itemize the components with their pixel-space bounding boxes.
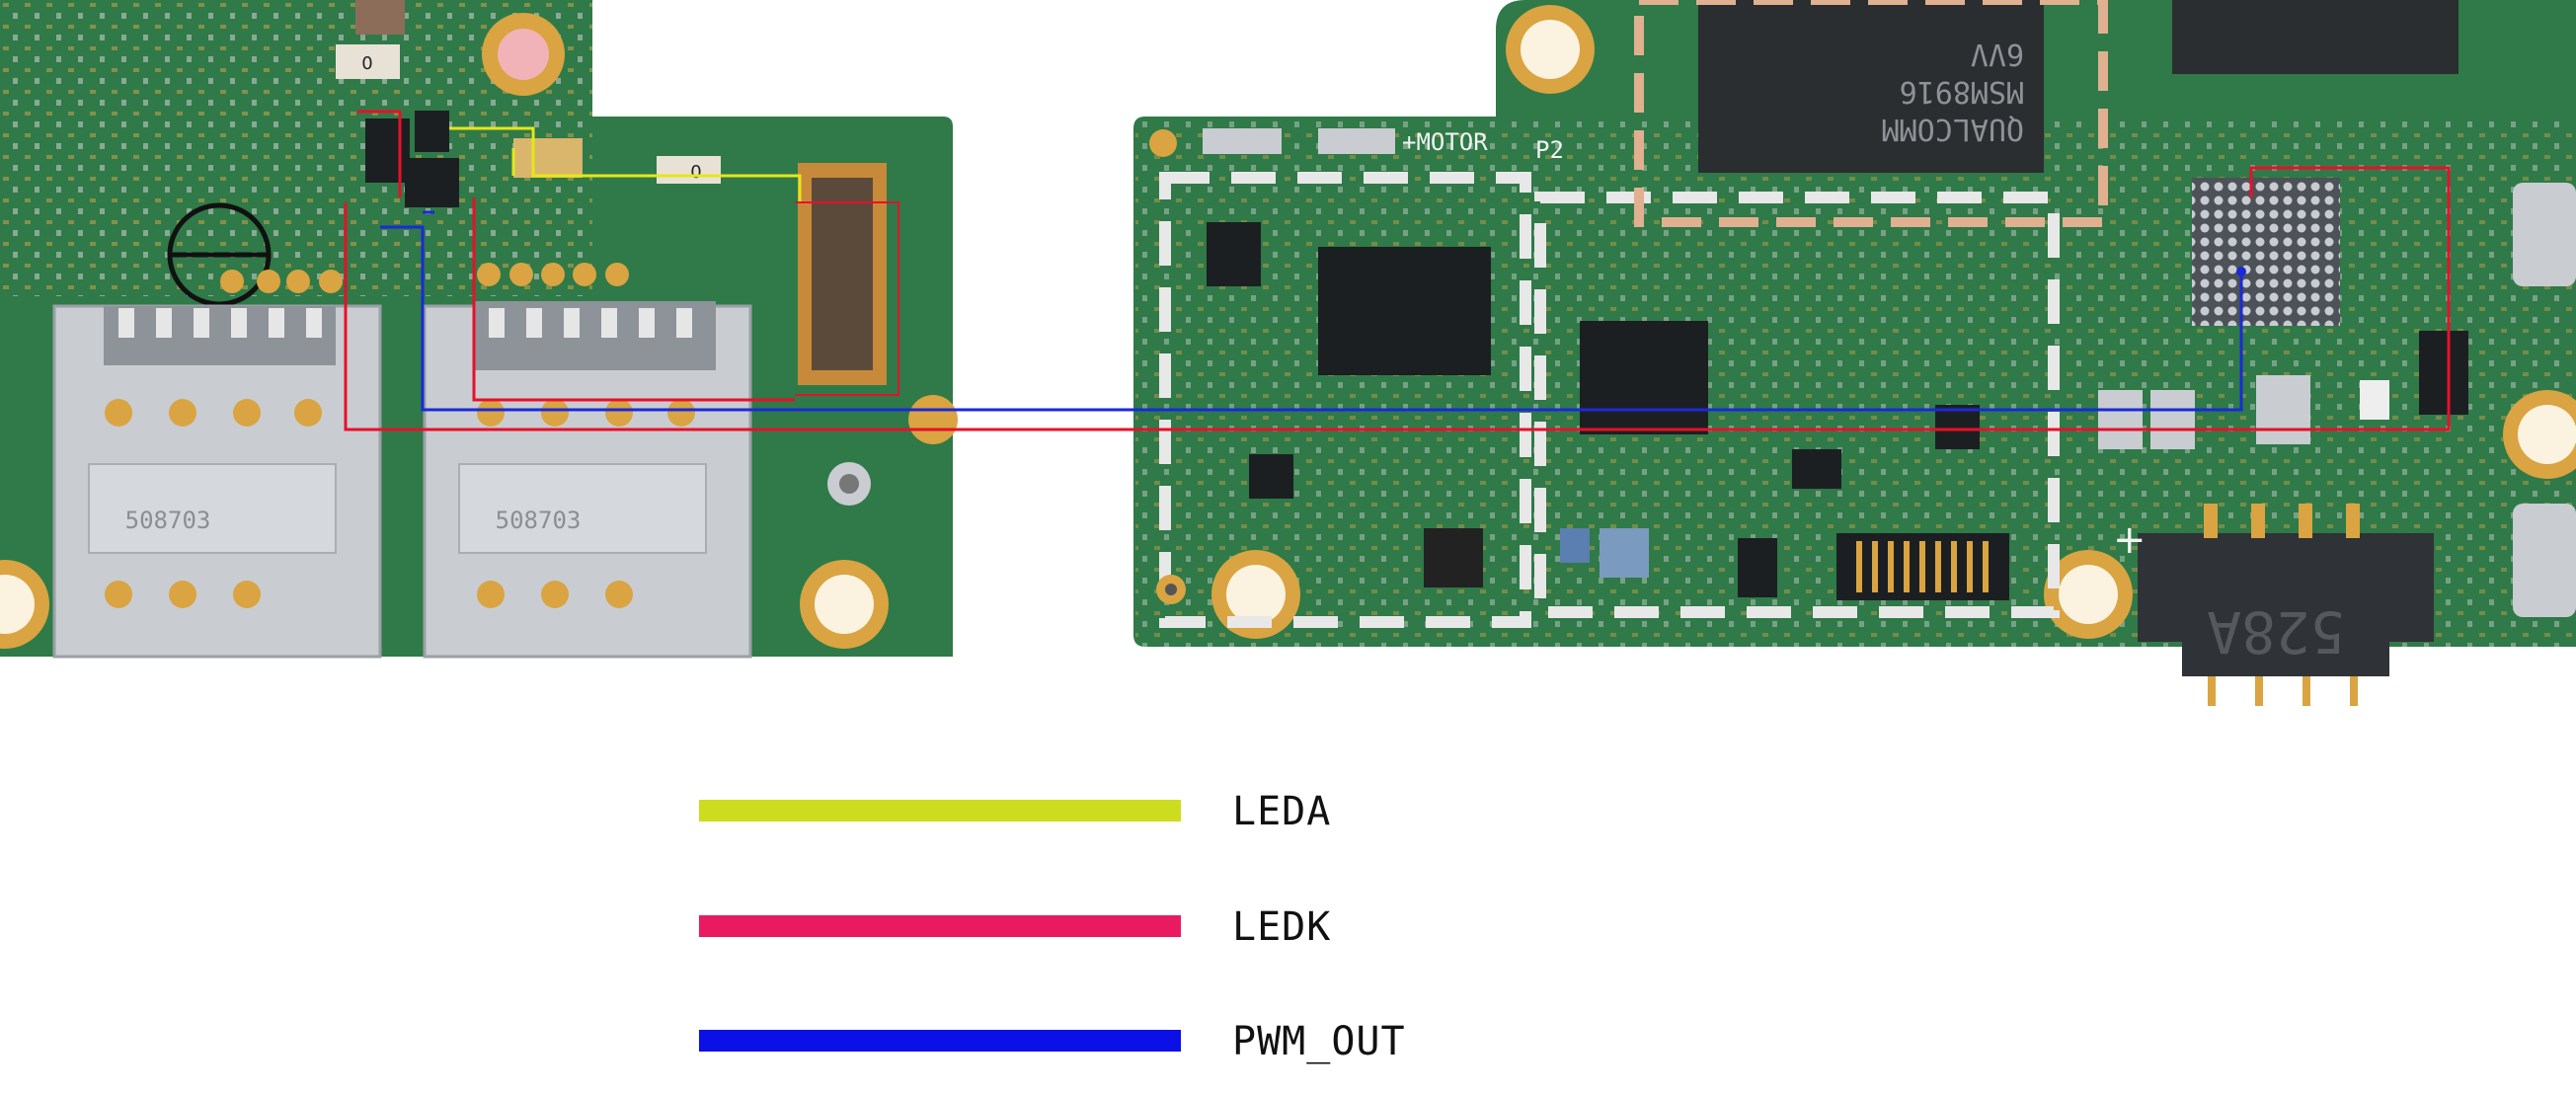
svg-text:+: + (2113, 517, 2147, 563)
traces (344, 110, 2451, 431)
p2-label: P2 (1535, 136, 1564, 164)
qualcomm-soc (1698, 0, 2044, 173)
soc-text-6vv: 6VV (1971, 37, 2024, 71)
legend-swatch-ledk (699, 915, 1181, 937)
battery-connector-label: 528A (2207, 598, 2345, 665)
right-board: +MOTOR P2 6VV MSM8916 QUALCOMM (1133, 0, 2576, 706)
resistor-0-top (336, 44, 400, 79)
svg-text:0: 0 (690, 162, 701, 183)
motor-label: +MOTOR (1402, 128, 1488, 156)
legend-swatch-pwm-out (699, 1030, 1181, 1052)
trace-leda (449, 126, 802, 202)
resistor-label-top: 0 (361, 53, 372, 74)
sim-slot-2: 508703 (423, 301, 752, 659)
sim-code-1: 508703 (125, 507, 211, 534)
battery-connector: 528A + (2113, 504, 2434, 706)
legend-label-pwm-out: PWM_OUT (1232, 1019, 1406, 1064)
legend-swatch-leda (699, 800, 1181, 821)
left-board: 0 0 (0, 0, 958, 659)
soc-text-qualcomm: QUALCOMM (1882, 112, 2025, 146)
codec-chip (1580, 321, 1708, 434)
pmic-chip (1318, 247, 1491, 375)
memory-chip (2172, 0, 2459, 74)
soc-text-msm8916: MSM8916 (1900, 74, 2024, 109)
sim-code-2: 508703 (496, 507, 582, 534)
legend-label-ledk: LEDK (1232, 904, 1332, 950)
trace-pwm-out (380, 225, 2243, 412)
legend-label-leda: LEDA (1232, 789, 1332, 834)
bga-chip (2192, 178, 2340, 326)
sim-slot-1: 508703 (52, 304, 382, 659)
